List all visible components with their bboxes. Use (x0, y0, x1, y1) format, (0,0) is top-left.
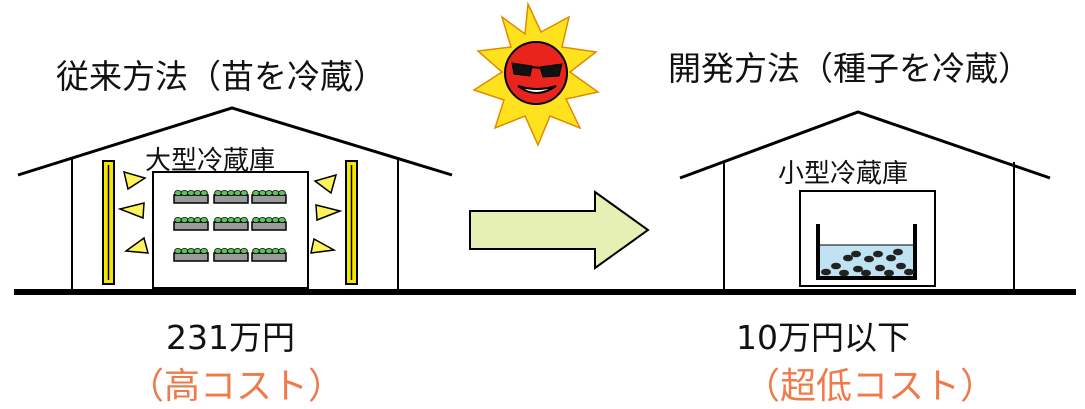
seedling-tray (213, 216, 249, 231)
developed-method-title: 開発方法（種子を冷蔵） (668, 49, 1031, 88)
light-rays-left (117, 170, 150, 254)
seedling-tray (251, 216, 287, 231)
seeds (821, 248, 914, 277)
seedling-tray (251, 189, 287, 204)
developed-cost: 10万円以下 (736, 318, 910, 357)
seed (884, 269, 894, 277)
seed (864, 255, 874, 263)
seed (851, 250, 861, 258)
conventional-method-title: 従来方法（苗を冷蔵） (56, 57, 386, 96)
seedling-tray (173, 247, 209, 262)
seedling-tray (251, 247, 287, 262)
developed-cost-note: （超低コスト） (744, 366, 997, 407)
light-rays-right (310, 173, 343, 254)
seed (904, 268, 914, 276)
sun-mouth (517, 85, 557, 94)
right-house (679, 110, 1051, 292)
seedling-tray (213, 189, 249, 204)
seed (893, 248, 903, 256)
seedling-tray (173, 216, 209, 231)
left-house-roof (17, 106, 453, 177)
seed (843, 254, 853, 262)
large-fridge-label: 大型冷蔵庫 (145, 146, 276, 176)
seedling-tray (213, 247, 249, 262)
seed (873, 250, 883, 258)
conventional-cost-note: （高コスト） (128, 366, 345, 407)
seed (861, 269, 871, 277)
right-house-roof (679, 110, 1051, 180)
sun-glasses (511, 62, 563, 78)
grow-lamp-right (345, 160, 358, 285)
left-house (17, 106, 453, 292)
seedling-trays (173, 189, 287, 262)
process-arrow (469, 190, 650, 270)
seed-container (816, 224, 917, 280)
seed (821, 268, 831, 276)
seed (896, 262, 906, 270)
seed (831, 262, 841, 270)
seed (853, 265, 863, 273)
seed (839, 269, 849, 277)
seedling-tray (173, 189, 209, 204)
sun-illustration (472, 1, 600, 147)
seed (886, 254, 896, 262)
small-fridge-label: 小型冷蔵庫 (778, 159, 909, 189)
seed (875, 264, 885, 272)
conventional-cost: 231万円 (166, 318, 295, 357)
grow-lamp-left (102, 160, 115, 285)
